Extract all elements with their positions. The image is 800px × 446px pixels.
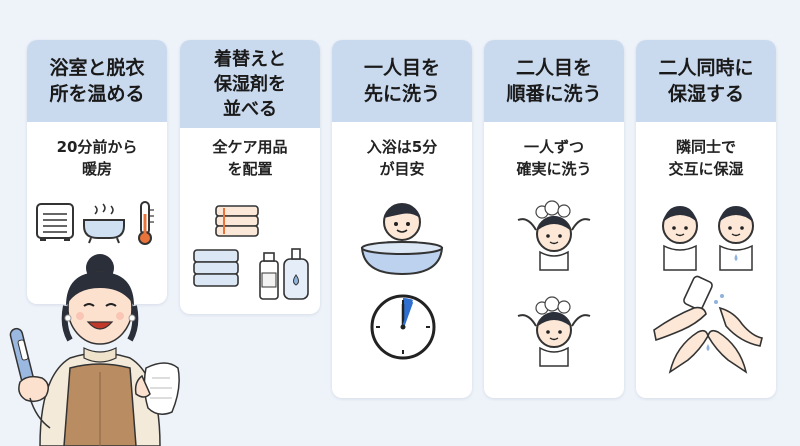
step-title-3-line-2: 先に洗う: [363, 83, 440, 105]
step-title-1-line-1: 浴室と脱衣: [49, 57, 145, 79]
child-shampoo-icon-2: [517, 296, 591, 367]
step-title-5-line-1: 二人同時に: [658, 57, 754, 79]
step-desc-3-line-1: 入浴は5分: [366, 138, 438, 156]
step-desc-2: 全ケア用品を配置: [180, 136, 320, 180]
step-desc-4-line-1: 一人ずつ: [523, 138, 584, 156]
step-title-4-line-1: 二人目を: [515, 57, 592, 79]
step-card-1: 浴室と脱衣所を温める 20分前から暖房: [27, 40, 167, 304]
step-title-1-line-2: 所を温める: [49, 83, 145, 105]
step-title-2-line-3: 並べる: [223, 98, 277, 120]
baby-in-tub-icon: [360, 203, 444, 276]
step-desc-1-line-2: 暖房: [81, 160, 112, 178]
hands-lotion-icon: [653, 275, 763, 374]
step-desc-3-line-2: が目安: [379, 160, 425, 178]
step-desc-5: 隣同士で交互に保湿: [636, 136, 776, 180]
step-desc-3: 入浴は5分が目安: [332, 136, 472, 180]
step-desc-5-line-1: 隣同士で: [675, 138, 736, 156]
thermometer-icon: [138, 201, 154, 245]
step-card-3: 一人目を先に洗う 入浴は5分が目安: [332, 40, 472, 398]
step-card-4: 二人目を順番に洗う 一人ずつ確実に洗う: [484, 40, 624, 398]
step-title-2-line-1: 着替えと: [214, 48, 286, 70]
clock-icon: [370, 294, 436, 360]
step-desc-5-line-2: 交互に保湿: [668, 160, 744, 178]
step-desc-2-line-2: を配置: [227, 160, 273, 178]
step-desc-1: 20分前から暖房: [27, 136, 167, 180]
step-title-5-line-2: 保湿する: [667, 83, 744, 105]
step-desc-1-line-1: 20分前から: [56, 138, 138, 156]
step-desc-2-line-1: 全ケア用品: [212, 138, 288, 156]
mother-illustration: [9, 254, 180, 446]
step-title-3: 一人目を先に洗う: [332, 40, 472, 122]
step-title-4-line-2: 順番に洗う: [506, 83, 602, 105]
bathtub-icon: [83, 203, 125, 244]
step-title-1: 浴室と脱衣所を温める: [27, 40, 167, 122]
step-card-5: 二人同時に保湿する 隣同士で交互に保湿: [636, 40, 776, 398]
step-desc-4: 一人ずつ確実に洗う: [484, 136, 624, 180]
child-shampoo-icon: [517, 200, 591, 271]
step-title-5: 二人同時に保湿する: [636, 40, 776, 122]
step-desc-4-line-2: 確実に洗う: [516, 160, 592, 178]
towels-icon: [193, 205, 259, 287]
step-card-2: 着替えと保湿剤を並べる 全ケア用品を配置: [180, 40, 320, 314]
bottles-icon: [259, 248, 309, 300]
step-title-3-line-1: 一人目を: [363, 57, 440, 79]
step-title-4: 二人目を順番に洗う: [484, 40, 624, 122]
step-title-2: 着替えと保湿剤を並べる: [180, 40, 320, 128]
step-title-2-line-2: 保湿剤を: [214, 73, 286, 95]
heater-icon: [36, 203, 74, 241]
children-icon: [662, 206, 754, 271]
